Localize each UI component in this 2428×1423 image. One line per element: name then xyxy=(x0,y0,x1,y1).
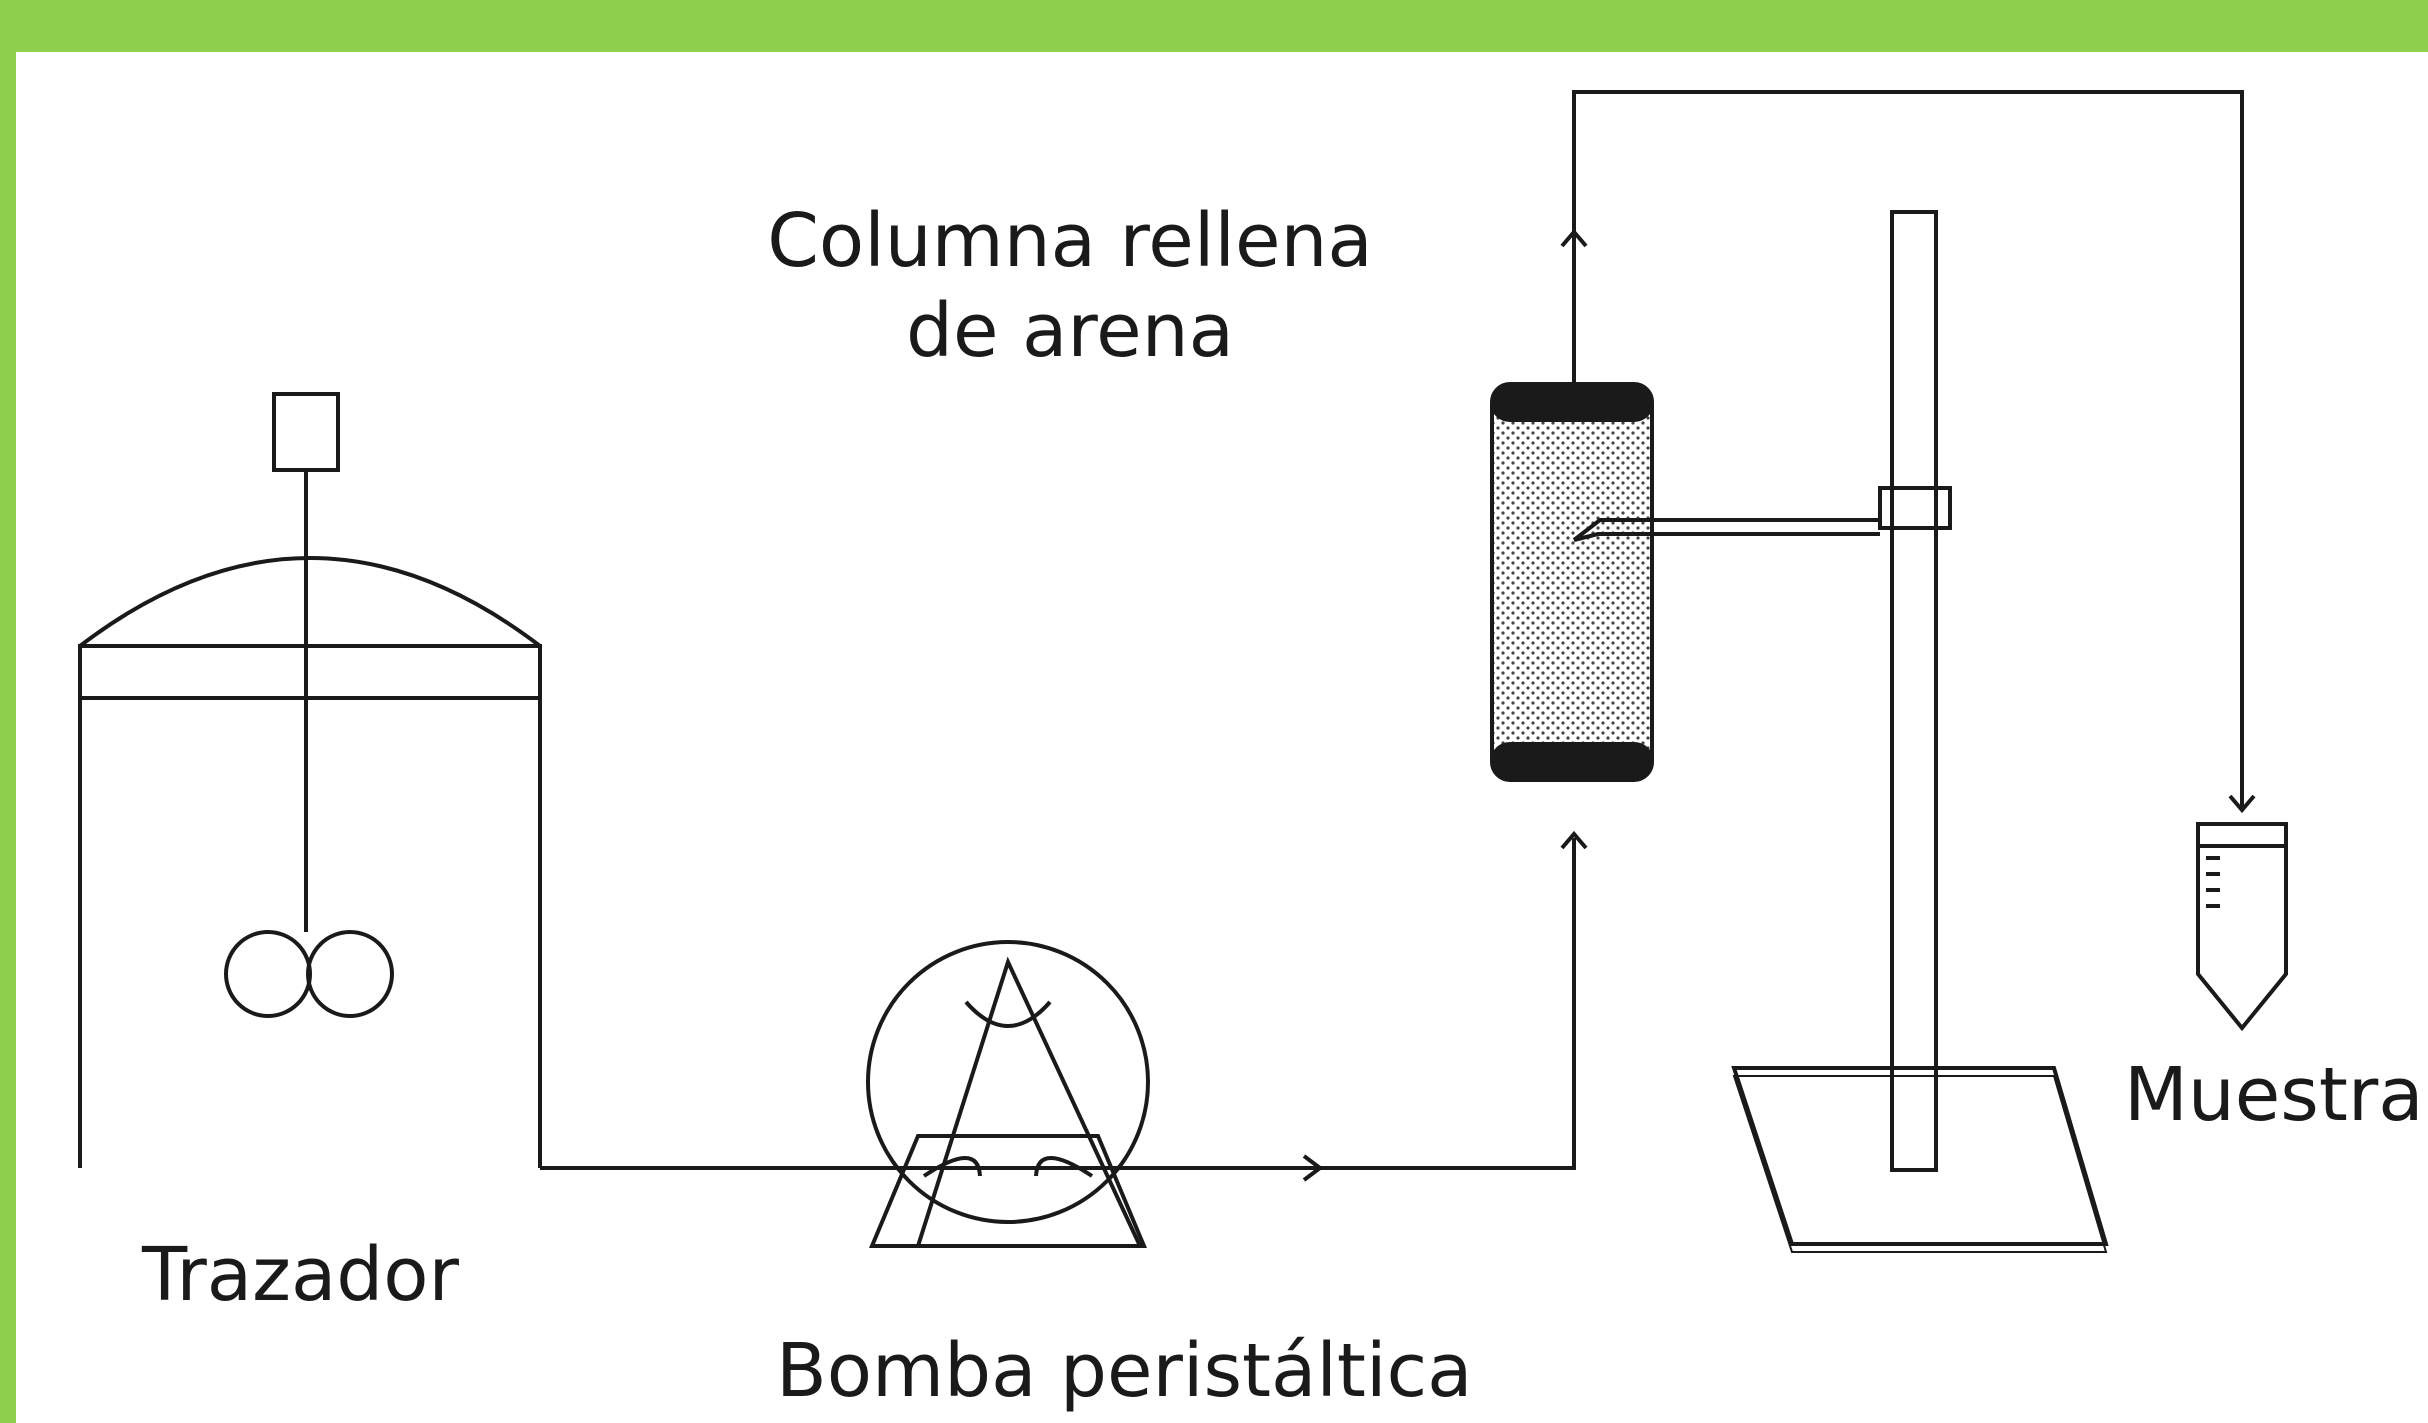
sand-column-icon xyxy=(1490,382,1880,782)
sample-label: Muestra xyxy=(2124,1052,2424,1138)
support-stand-icon xyxy=(1731,210,2109,1253)
column-label-line2: de arena xyxy=(906,288,1234,375)
column-label-line1: Columna rellena xyxy=(767,198,1373,284)
tracer-tank-icon xyxy=(78,556,542,1168)
tracer-label: Trazador xyxy=(142,1232,459,1318)
peristaltic-pump-icon xyxy=(866,940,1150,1248)
diagram-panel xyxy=(16,52,2428,1423)
pump-label: Bomba peristáltica xyxy=(776,1328,1473,1414)
sample-tube-icon xyxy=(2196,822,2288,1032)
column-label: Columna rellena de arena xyxy=(760,196,1380,377)
stirrer-icon xyxy=(224,392,394,1018)
flow-arrow-icon xyxy=(1302,228,2256,1182)
